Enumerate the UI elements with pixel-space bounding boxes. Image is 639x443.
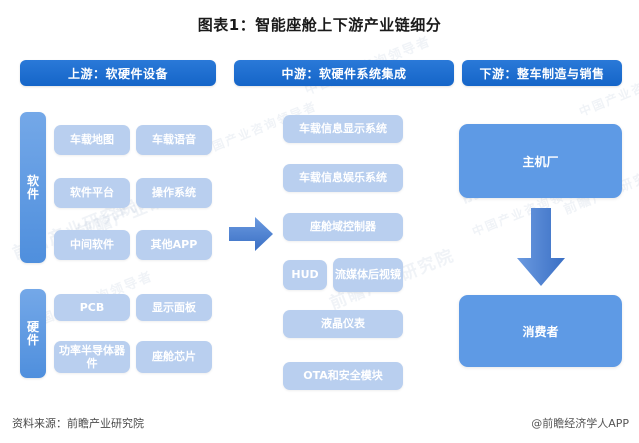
page-title: 图表1：智能座舱上下游产业链细分 <box>197 16 442 34</box>
midstream-item: 车载信息娱乐系统 <box>283 164 403 192</box>
category-label-software: 软件 <box>20 112 46 263</box>
upstream-item: 软件平台 <box>54 178 130 208</box>
upstream-item: 中间软件 <box>54 230 130 260</box>
down-arrow-icon <box>513 208 569 286</box>
category-label-hardware: 硬件 <box>20 289 46 378</box>
midstream-item: 流媒体后视镜 <box>333 258 403 292</box>
source-note: 资料来源：前瞻产业研究院 <box>12 417 144 430</box>
midstream-item: 液晶仪表 <box>283 310 403 338</box>
downstream-item-oem: 主机厂 <box>459 124 622 198</box>
header-downstream: 下游：整车制造与销售 <box>462 60 622 86</box>
header-midstream: 中游：软硬件系统集成 <box>234 60 454 86</box>
right-arrow-icon <box>229 216 273 252</box>
category-hardware-text: 硬件 <box>26 319 39 347</box>
midstream-item: OTA和安全模块 <box>283 362 403 390</box>
upstream-item: 功率半导体器件 <box>54 341 130 373</box>
upstream-item: 车载地图 <box>54 125 130 155</box>
upstream-item: 车载语音 <box>136 125 212 155</box>
midstream-item: 座舱域控制器 <box>283 213 403 241</box>
upstream-item: 座舱芯片 <box>136 341 212 373</box>
upstream-item: PCB <box>54 294 130 321</box>
category-software-text: 软件 <box>26 173 39 201</box>
upstream-item: 操作系统 <box>136 178 212 208</box>
brand-note: @前瞻经济学人APP <box>531 417 629 430</box>
upstream-item: 其他APP <box>136 230 212 260</box>
header-upstream: 上游：软硬件设备 <box>20 60 216 86</box>
midstream-item: HUD <box>283 260 327 290</box>
upstream-item: 显示面板 <box>136 294 212 321</box>
midstream-item: 车载信息显示系统 <box>283 115 403 143</box>
downstream-item-consumer: 消费者 <box>459 295 622 367</box>
